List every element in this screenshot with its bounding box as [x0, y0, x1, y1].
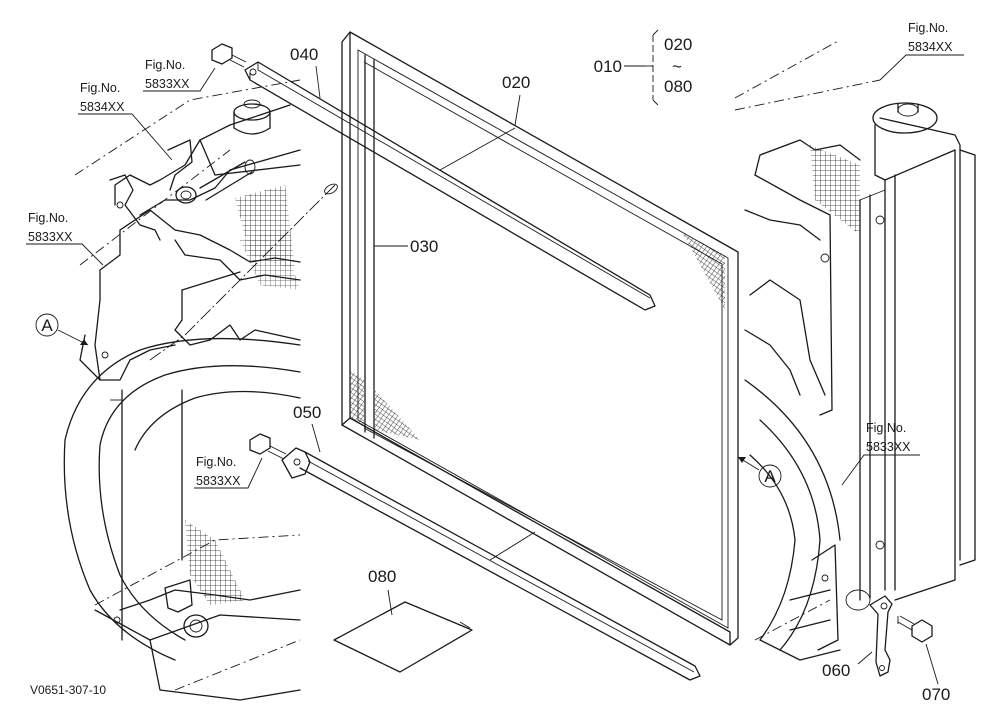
fig-ref-number: 5834XX [908, 40, 953, 54]
fig-ref-caption: Fig.No. [28, 211, 68, 225]
part-080-sheet[interactable] [333, 601, 473, 673]
fig-ref-caption: Fig.No. [196, 455, 236, 469]
callout-040[interactable]: 040 [290, 45, 321, 99]
fig-ref-caption: Fig.No. [80, 81, 120, 95]
fig-ref-right[interactable]: Fig.No. 5833XX [841, 421, 920, 486]
fig-ref-lower-center[interactable]: Fig.No. 5833XX [194, 455, 263, 489]
part-050-lower-rail[interactable] [249, 433, 701, 681]
callout-070[interactable]: 070 [922, 643, 950, 704]
part-label-070: 070 [922, 685, 950, 704]
fig-ref-caption: Fig.No. [145, 58, 185, 72]
fig-ref-top-center[interactable]: Fig.No. 5833XX [143, 58, 216, 92]
part-label-030: 030 [410, 237, 438, 256]
range-tilde: ~ [672, 57, 682, 76]
part-070-bolt[interactable] [897, 615, 933, 643]
part-040-upper-rail[interactable] [149, 43, 656, 361]
callout-020[interactable]: 020 [502, 73, 530, 126]
part-060-stay[interactable] [869, 595, 893, 677]
radiator-right-illustration [734, 39, 976, 661]
part-020-030-screen-frame[interactable] [341, 31, 739, 646]
fig-ref-number: 5833XX [145, 77, 190, 91]
fig-ref-caption: Fig.No. [866, 421, 906, 435]
fig-ref-left[interactable]: Fig.No. 5833XX [26, 211, 104, 266]
drawing-code: V0651-307-10 [30, 683, 106, 697]
fig-ref-number: 5834XX [80, 100, 125, 114]
callout-030[interactable]: 030 [374, 237, 438, 256]
callout-050[interactable]: 050 [293, 403, 321, 453]
fan-shroud-left-illustration [63, 79, 301, 701]
range-bracket: 010 020 ~ 080 [594, 29, 692, 106]
part-label-060: 060 [822, 661, 850, 680]
fig-ref-upper-left[interactable]: Fig.No. 5834XX [78, 81, 173, 161]
fig-ref-caption: Fig.No. [908, 21, 948, 35]
fig-ref-number: 5833XX [866, 440, 911, 454]
callout-080[interactable]: 080 [368, 567, 396, 616]
view-marker-a-left[interactable]: A [35, 313, 89, 346]
fig-ref-number: 5833XX [28, 230, 73, 244]
view-letter: A [764, 467, 776, 486]
part-label-040: 040 [290, 45, 318, 64]
part-label-080: 080 [368, 567, 396, 586]
range-top-label: 020 [664, 35, 692, 54]
part-label-050: 050 [293, 403, 321, 422]
view-marker-a-right[interactable]: A [737, 456, 782, 488]
view-letter: A [41, 316, 53, 335]
fig-ref-top-right[interactable]: Fig.No. 5834XX [879, 21, 964, 81]
callout-060[interactable]: 060 [822, 651, 873, 680]
part-label-020: 020 [502, 73, 530, 92]
range-from-label: 010 [594, 57, 622, 76]
range-bottom-label: 080 [664, 77, 692, 96]
fig-ref-number: 5833XX [196, 474, 241, 488]
